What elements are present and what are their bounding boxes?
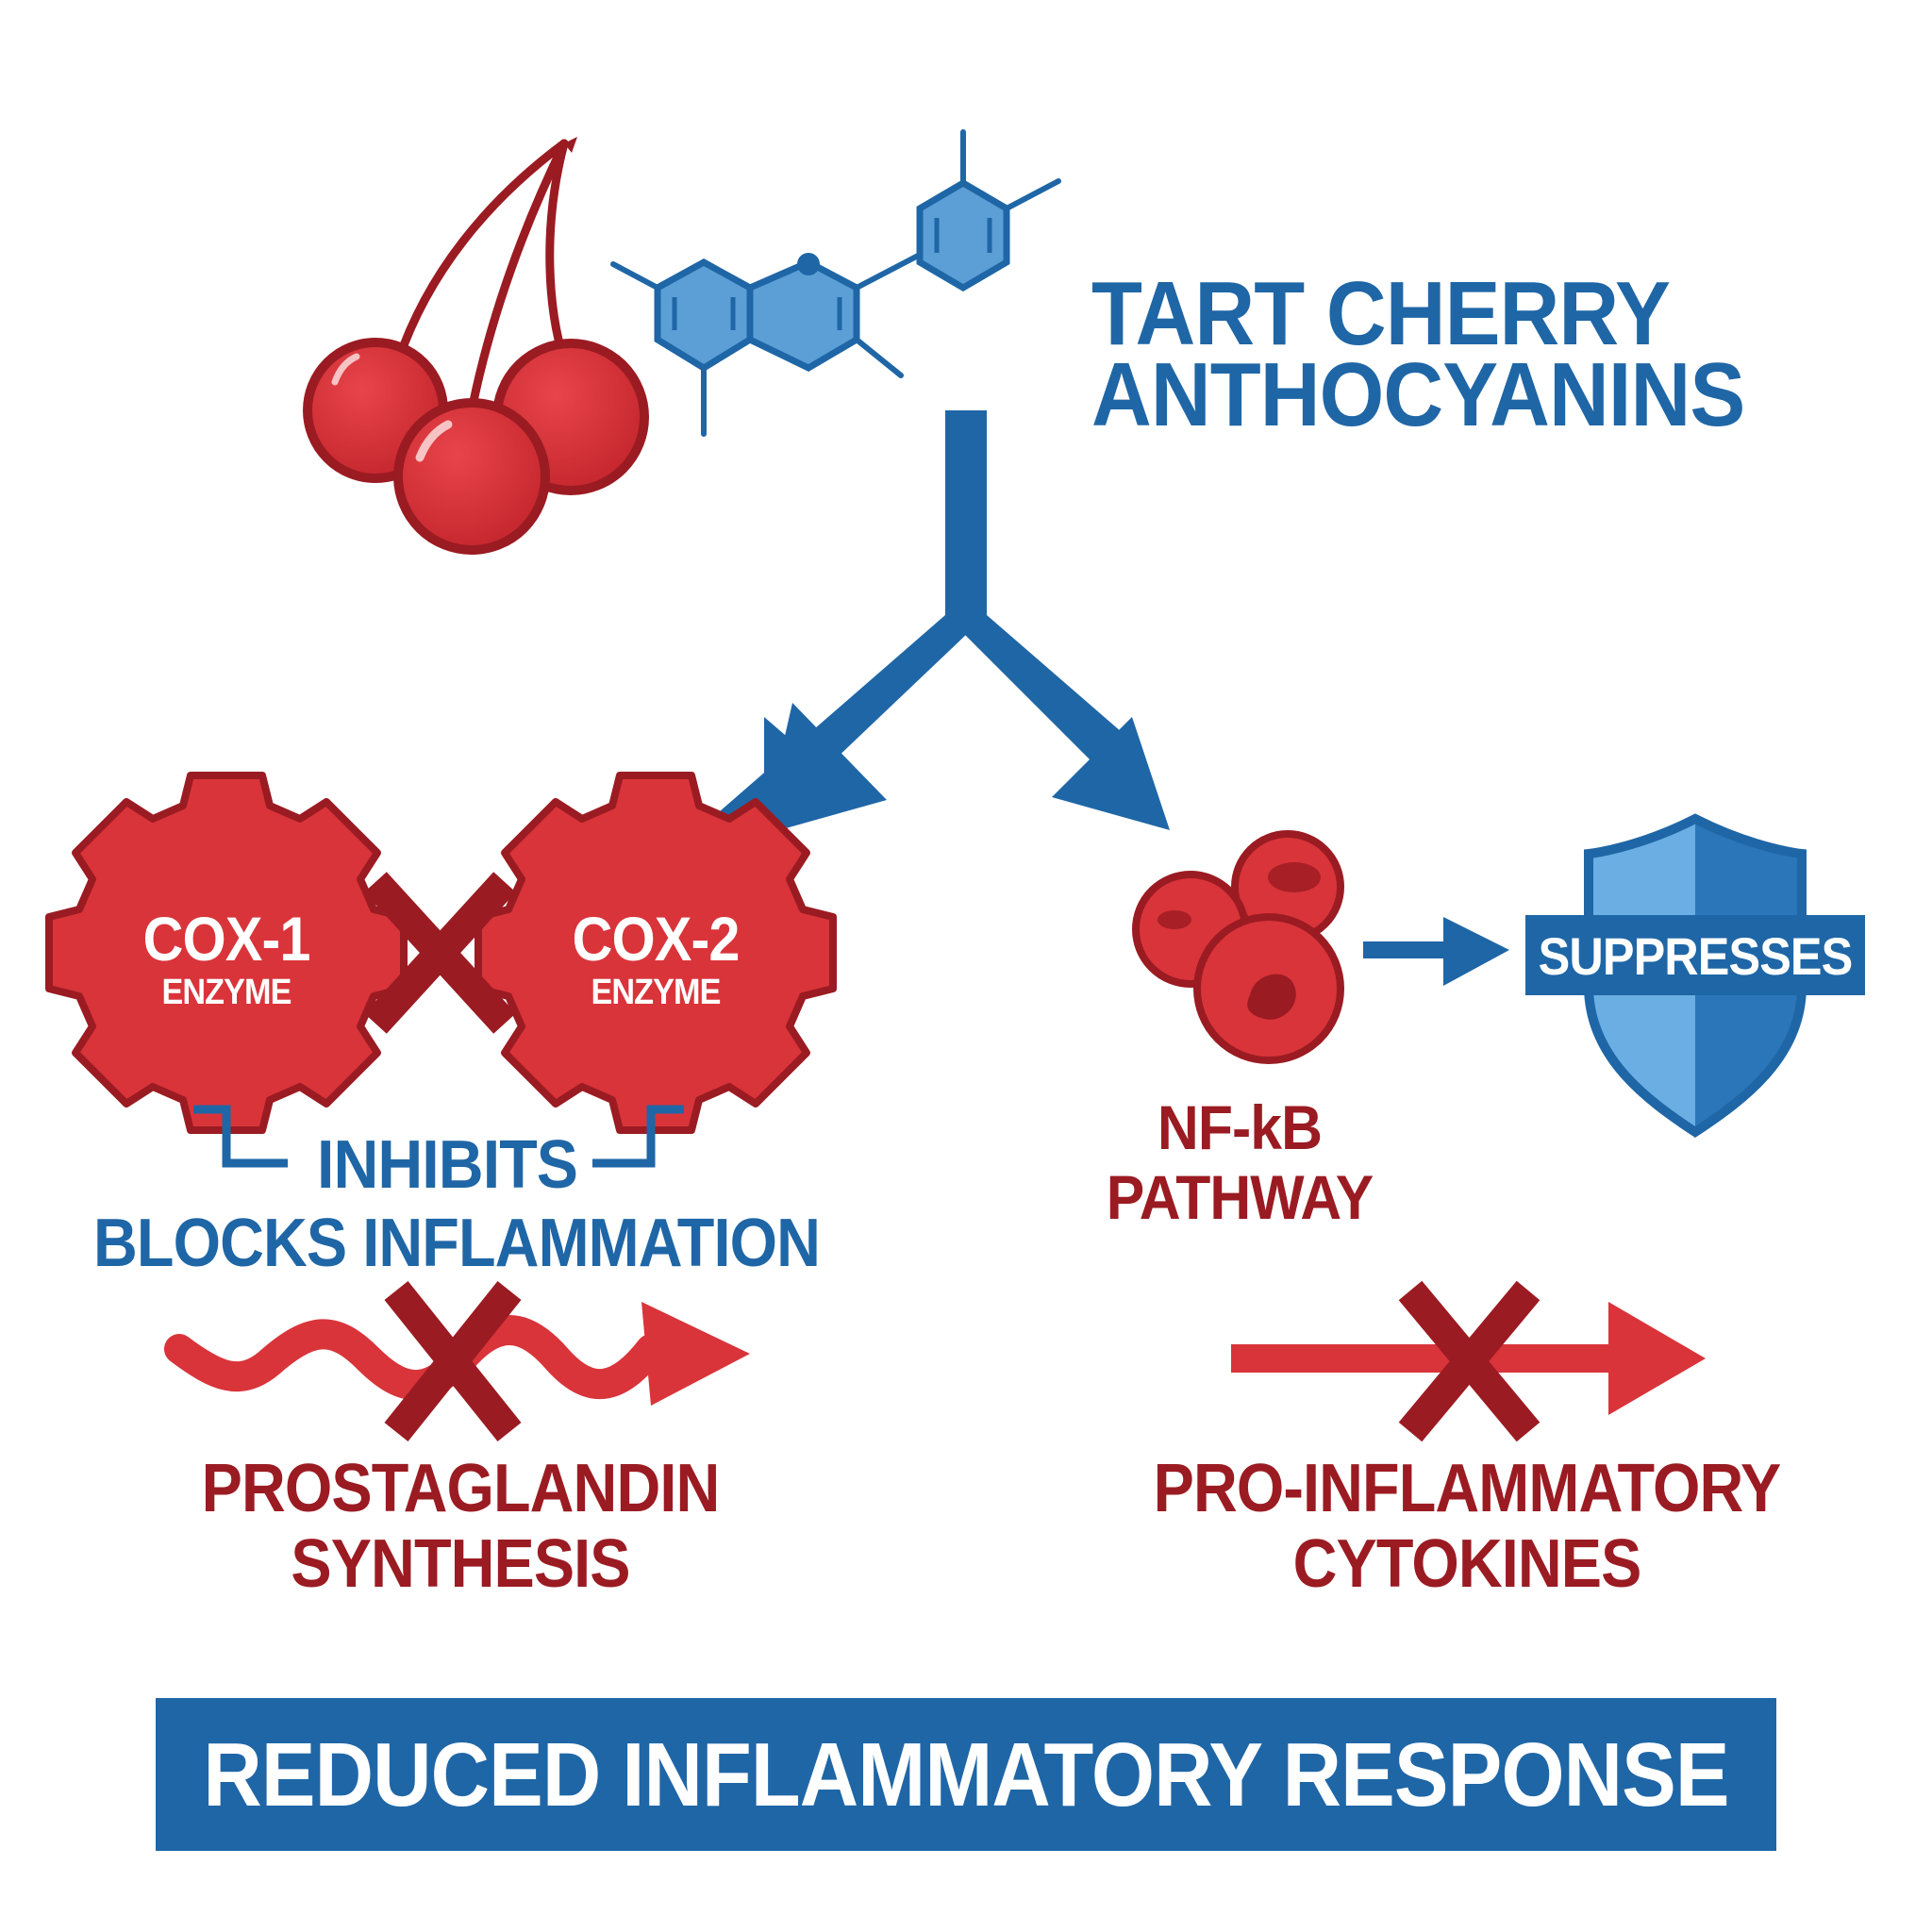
shield-icon [1525,813,1865,1138]
cox1-gear-icon [45,772,408,1134]
prostaglandin-arrow-icon [164,1281,750,1441]
cox1-sublabel: ENZYME [161,973,291,1012]
cytokine-arrow-icon [1231,1280,1706,1442]
prostaglandin-label: PROSTAGLANDIN [201,1451,721,1526]
cherries-icon [303,137,649,555]
suppresses-label: SUPPRESSES [1538,926,1854,986]
inhibits-label: INHIBITS [316,1127,578,1203]
branch-arrows [706,410,1170,854]
molecule-icon [610,129,1061,437]
cross-icon [364,872,516,1034]
cells-icon [1132,830,1344,1064]
result-banner: REDUCED INFLAMMATORY RESPONSE [156,1698,1776,1851]
blocks-inflammation-label: BLOCKS INFLAMMATION [93,1206,821,1281]
result-label: REDUCED INFLAMMATORY RESPONSE [203,1724,1729,1825]
cox2-label: COX-2 [572,904,740,974]
title-line-2: ANTHOCYANINS [1091,344,1745,445]
cox2-sublabel: ENZYME [591,973,721,1012]
pro-inflammatory-label: PRO-INFLAMMATORY [1153,1451,1782,1526]
pathway-label: PATHWAY [1106,1162,1374,1232]
cox2-gear-icon [475,772,837,1134]
cox1-label: COX-1 [142,904,310,974]
suppress-arrow-icon [1363,917,1509,986]
cytokines-label: CYTOKINES [1292,1526,1642,1602]
title-line-1: TART CHERRY [1091,263,1671,364]
nfkb-label: NF-kB [1157,1092,1323,1162]
synthesis-label: SYNTHESIS [291,1526,630,1602]
inhibit-brackets [193,1105,684,1168]
